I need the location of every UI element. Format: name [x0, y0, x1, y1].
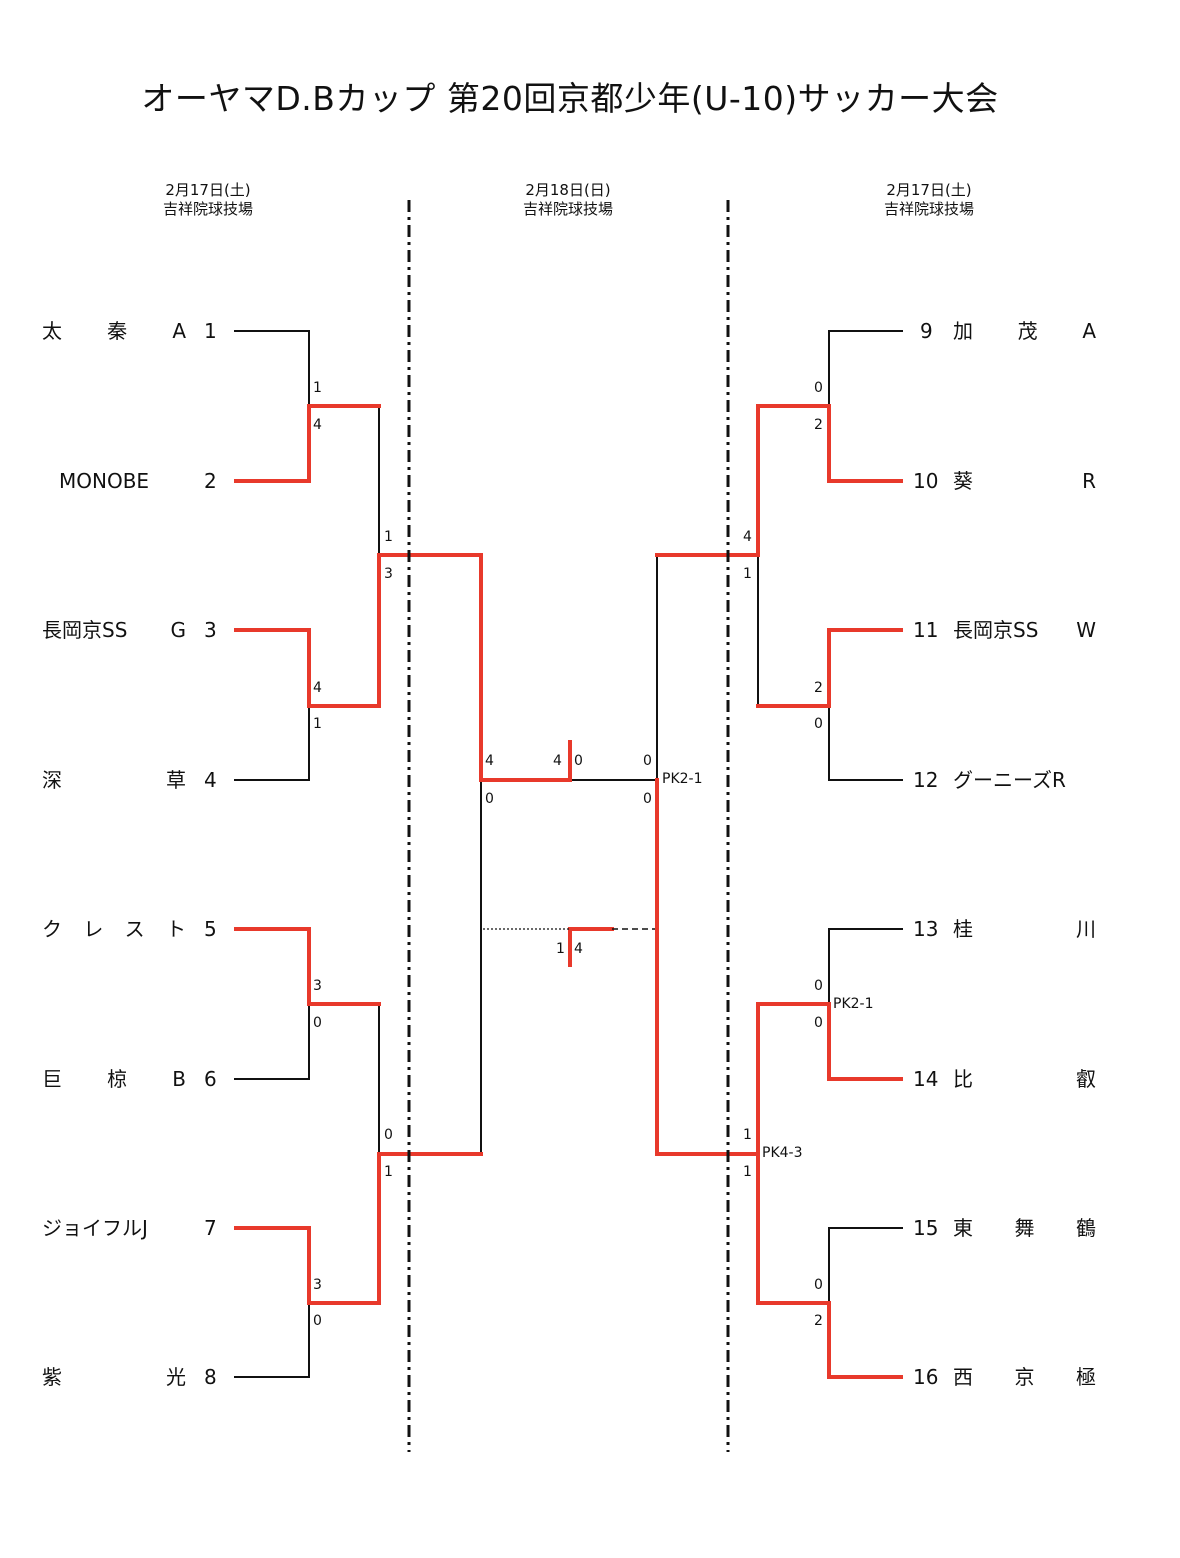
score-l2-bot: 1 [313, 716, 322, 732]
score-rq2-top: 1 [743, 1127, 752, 1143]
team-4: 深草 [42, 768, 186, 792]
header-left-venue: 吉祥院球技場 [162, 200, 253, 218]
seed-8: 8 [204, 1365, 217, 1389]
seed-15: 15 [913, 1216, 939, 1240]
score-l1-bot: 4 [313, 417, 322, 433]
team-15: 東舞鶴 [953, 1216, 1096, 1240]
score-lq2-bot: 1 [384, 1164, 393, 1180]
score-rq2-bot: 1 [743, 1164, 752, 1180]
team-14: 比叡 [953, 1067, 1096, 1091]
header-center-venue: 吉祥院球技場 [522, 200, 613, 218]
pk-rq2: PK4-3 [762, 1145, 803, 1161]
score-lq2-top: 0 [384, 1127, 393, 1143]
page-title: オーヤマD.Bカップ 第20回京都少年(U-10)サッカー大会 [141, 79, 999, 118]
score-r4-top: 0 [814, 1277, 823, 1293]
seed-9: 9 [920, 319, 933, 343]
header-center-date: 2月18日(日) [525, 181, 611, 199]
score-l1-top: 1 [313, 380, 322, 396]
seed-4: 4 [204, 768, 217, 792]
score-final-right: 0 [574, 753, 583, 769]
team-16: 西京極 [953, 1365, 1096, 1389]
seed-5: 5 [204, 917, 217, 941]
score-rs-bot: 0 [643, 791, 652, 807]
seed-6: 6 [204, 1067, 217, 1091]
team-8: 紫光 [42, 1365, 186, 1389]
score-third-right: 4 [574, 941, 583, 957]
header-left: 2月17日(土) 吉祥院球技場 [108, 181, 308, 219]
score-l4-top: 3 [313, 1277, 322, 1293]
score-r3-top: 0 [814, 978, 823, 994]
score-third-left: 1 [556, 941, 565, 957]
score-r1-top: 0 [814, 380, 823, 396]
seed-11: 11 [913, 618, 939, 642]
score-r1-bot: 2 [814, 417, 823, 433]
score-ls-top: 4 [485, 753, 494, 769]
header-center: 2月18日(日) 吉祥院球技場 [468, 181, 668, 219]
score-l4-bot: 0 [313, 1313, 322, 1329]
score-r2-top: 2 [814, 680, 823, 696]
score-lq1-bot: 3 [384, 566, 393, 582]
header-left-date: 2月17日(土) [165, 181, 251, 199]
header-right-venue: 吉祥院球技場 [883, 200, 974, 218]
pk-r3: PK2-1 [833, 996, 874, 1012]
seed-12: 12 [913, 768, 939, 792]
score-lq1-top: 1 [384, 529, 393, 545]
score-r4-bot: 2 [814, 1313, 823, 1329]
score-rq1-bot: 1 [743, 566, 752, 582]
score-l3-bot: 0 [313, 1015, 322, 1031]
score-final-left: 4 [553, 753, 562, 769]
team-5: クレスト [42, 917, 186, 941]
team-13: 桂川 [953, 917, 1096, 941]
score-r3-bot: 0 [814, 1015, 823, 1031]
seed-3: 3 [204, 618, 217, 642]
pk-semi-right: PK2-1 [662, 771, 703, 787]
team-7: ジョイフルJ [42, 1216, 148, 1240]
score-rs-top: 0 [643, 753, 652, 769]
team-12: グーニーズR [953, 768, 1066, 792]
header-right: 2月17日(土) 吉祥院球技場 [829, 181, 1029, 219]
score-r2-bot: 0 [814, 716, 823, 732]
header-right-date: 2月17日(土) [886, 181, 972, 199]
score-ls-bot: 0 [485, 791, 494, 807]
seed-7: 7 [204, 1216, 217, 1240]
seed-1: 1 [204, 319, 217, 343]
seed-16: 16 [913, 1365, 939, 1389]
score-l3-top: 3 [313, 978, 322, 994]
score-rq1-top: 4 [743, 529, 752, 545]
seed-13: 13 [913, 917, 939, 941]
score-l2-top: 4 [313, 680, 322, 696]
seed-10: 10 [913, 469, 939, 493]
seed-2: 2 [204, 469, 217, 493]
team-2: MONOBE [59, 469, 150, 493]
seed-14: 14 [913, 1067, 939, 1091]
